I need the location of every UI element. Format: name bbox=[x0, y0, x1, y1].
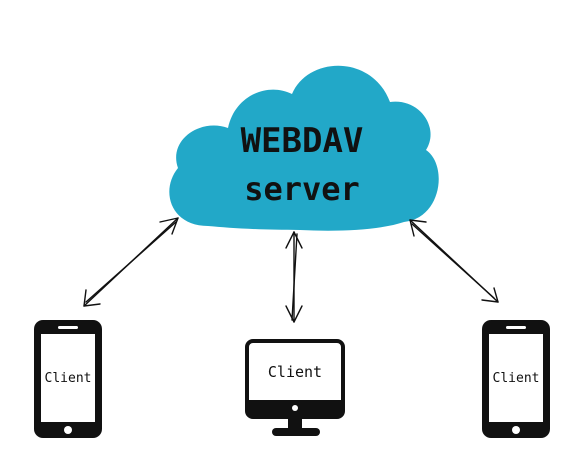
webdav-server-cloud: WEBDAV server bbox=[169, 65, 439, 231]
connection-arrow-left bbox=[83, 217, 179, 307]
client-phone-right: Client bbox=[482, 320, 550, 438]
client-label-left: Client bbox=[45, 371, 92, 386]
connection-arrow-center bbox=[285, 231, 303, 323]
client-desktop-center: Client bbox=[245, 339, 345, 436]
desktop-monitor-icon bbox=[245, 339, 345, 436]
cloud-shape bbox=[169, 65, 439, 231]
server-title-line1: WEBDAV bbox=[241, 121, 364, 161]
client-label-center: Client bbox=[268, 363, 322, 381]
server-title-line2: server bbox=[244, 170, 360, 208]
connection-arrow-right bbox=[409, 219, 499, 303]
client-phone-left: Client bbox=[34, 320, 102, 438]
client-label-right: Client bbox=[493, 371, 540, 386]
